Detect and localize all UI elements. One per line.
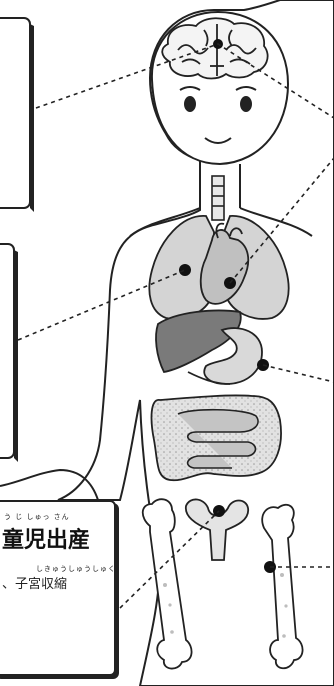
callout-boxes	[0, 18, 98, 500]
trachea	[212, 176, 224, 220]
main-label: 童児出産	[2, 522, 90, 554]
main-label-ruby: う じ しゅっ さん	[4, 512, 70, 522]
lung-marker	[179, 264, 191, 276]
brain	[162, 18, 267, 78]
sub-label: 、子宮収縮	[2, 573, 67, 592]
callout-box-middle	[0, 244, 14, 458]
callout-box-top	[0, 18, 30, 208]
